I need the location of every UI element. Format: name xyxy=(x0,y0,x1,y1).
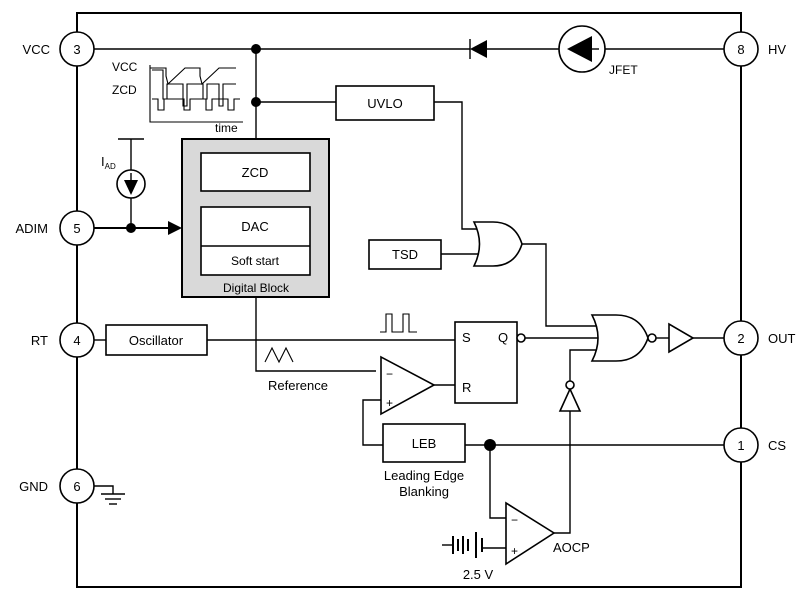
zcd-block xyxy=(200,152,311,192)
uvlo-block xyxy=(335,85,435,121)
or-gate-icon xyxy=(472,221,523,267)
leb-caption-1: Leading Edge xyxy=(384,468,464,483)
pin-vcc-label: VCC xyxy=(23,42,50,57)
jfet-source-icon xyxy=(558,25,606,73)
current-source-label: IAD xyxy=(101,154,116,171)
pulse-train-icon xyxy=(380,313,417,333)
oscillator-label: Oscillator xyxy=(129,333,184,348)
waveform-zcd-label: ZCD xyxy=(112,83,137,97)
pin-adim: 5 ADIM xyxy=(16,210,95,246)
uvlo-label: UVLO xyxy=(367,96,402,111)
digital-block-label: Digital Block xyxy=(223,281,290,295)
current-source-subscript: AD xyxy=(105,162,116,171)
pin-rt: 4 RT xyxy=(31,322,95,358)
pin-hv-label: HV xyxy=(768,42,786,57)
inverter-icon xyxy=(558,387,582,412)
pin-gnd-label: GND xyxy=(19,479,48,494)
pin-gnd: 6 GND xyxy=(19,468,95,504)
pin-adim-number: 5 xyxy=(73,221,80,236)
latch-r-label: R xyxy=(462,380,471,395)
battery-icon xyxy=(442,532,506,558)
pin-vcc-number: 3 xyxy=(73,42,80,57)
tsd-label: TSD xyxy=(392,247,418,262)
reference-waveform-icon xyxy=(264,346,294,364)
pin-cs-label: CS xyxy=(768,438,786,453)
oscillator-block xyxy=(105,324,208,356)
pin-hv: 8 HV xyxy=(723,31,786,67)
latch-q-label: Q xyxy=(498,330,508,345)
reference-label: Reference xyxy=(268,378,328,393)
pin-gnd-number: 6 xyxy=(73,479,80,494)
pin-rt-label: RT xyxy=(31,333,48,348)
pin-cs: 1 CS xyxy=(723,427,786,463)
leb-label: LEB xyxy=(412,436,437,451)
vcc-zcd-waveform xyxy=(149,65,243,123)
dac-block xyxy=(200,206,311,276)
leb-caption-2: Blanking xyxy=(399,484,449,499)
aocp-comparator xyxy=(505,501,556,566)
ic-outline xyxy=(76,12,742,588)
nor-gate-icon xyxy=(590,314,649,362)
diode-icon xyxy=(469,39,487,59)
pwm-comp-minus: − xyxy=(386,367,393,381)
leb-block xyxy=(382,423,466,463)
dac-label: DAC xyxy=(241,219,268,234)
pin-out-label: OUT xyxy=(768,331,796,346)
soft-start-label: Soft start xyxy=(231,254,280,268)
aocp-minus: − xyxy=(511,513,518,527)
voltage-ref-label: 2.5 V xyxy=(463,567,494,582)
ground-icon xyxy=(94,485,125,505)
latch-s-label: S xyxy=(462,330,471,345)
zcd-label: ZCD xyxy=(242,165,269,180)
arrow-right-icon xyxy=(168,221,182,235)
pin-rt-number: 4 xyxy=(73,333,80,348)
pin-adim-label: ADIM xyxy=(16,221,49,236)
output-buffer-icon xyxy=(668,322,695,354)
sr-latch xyxy=(454,321,518,404)
pwm-comparator xyxy=(380,355,436,416)
pin-out-number: 2 xyxy=(737,331,744,346)
aocp-label: AOCP xyxy=(553,540,590,555)
pin-out: 2 OUT xyxy=(723,320,796,356)
tsd-block xyxy=(368,239,442,270)
pwm-comp-plus: + xyxy=(386,396,393,410)
current-source-icon xyxy=(116,169,146,199)
waveform-time-label: time xyxy=(215,121,238,135)
jfet-label: JFET xyxy=(609,63,638,77)
waveform-vcc-label: VCC xyxy=(112,60,138,74)
pin-cs-number: 1 xyxy=(737,438,744,453)
pin-hv-number: 8 xyxy=(737,42,744,57)
aocp-plus: + xyxy=(511,544,518,558)
pin-vcc: 3 VCC xyxy=(23,31,95,67)
